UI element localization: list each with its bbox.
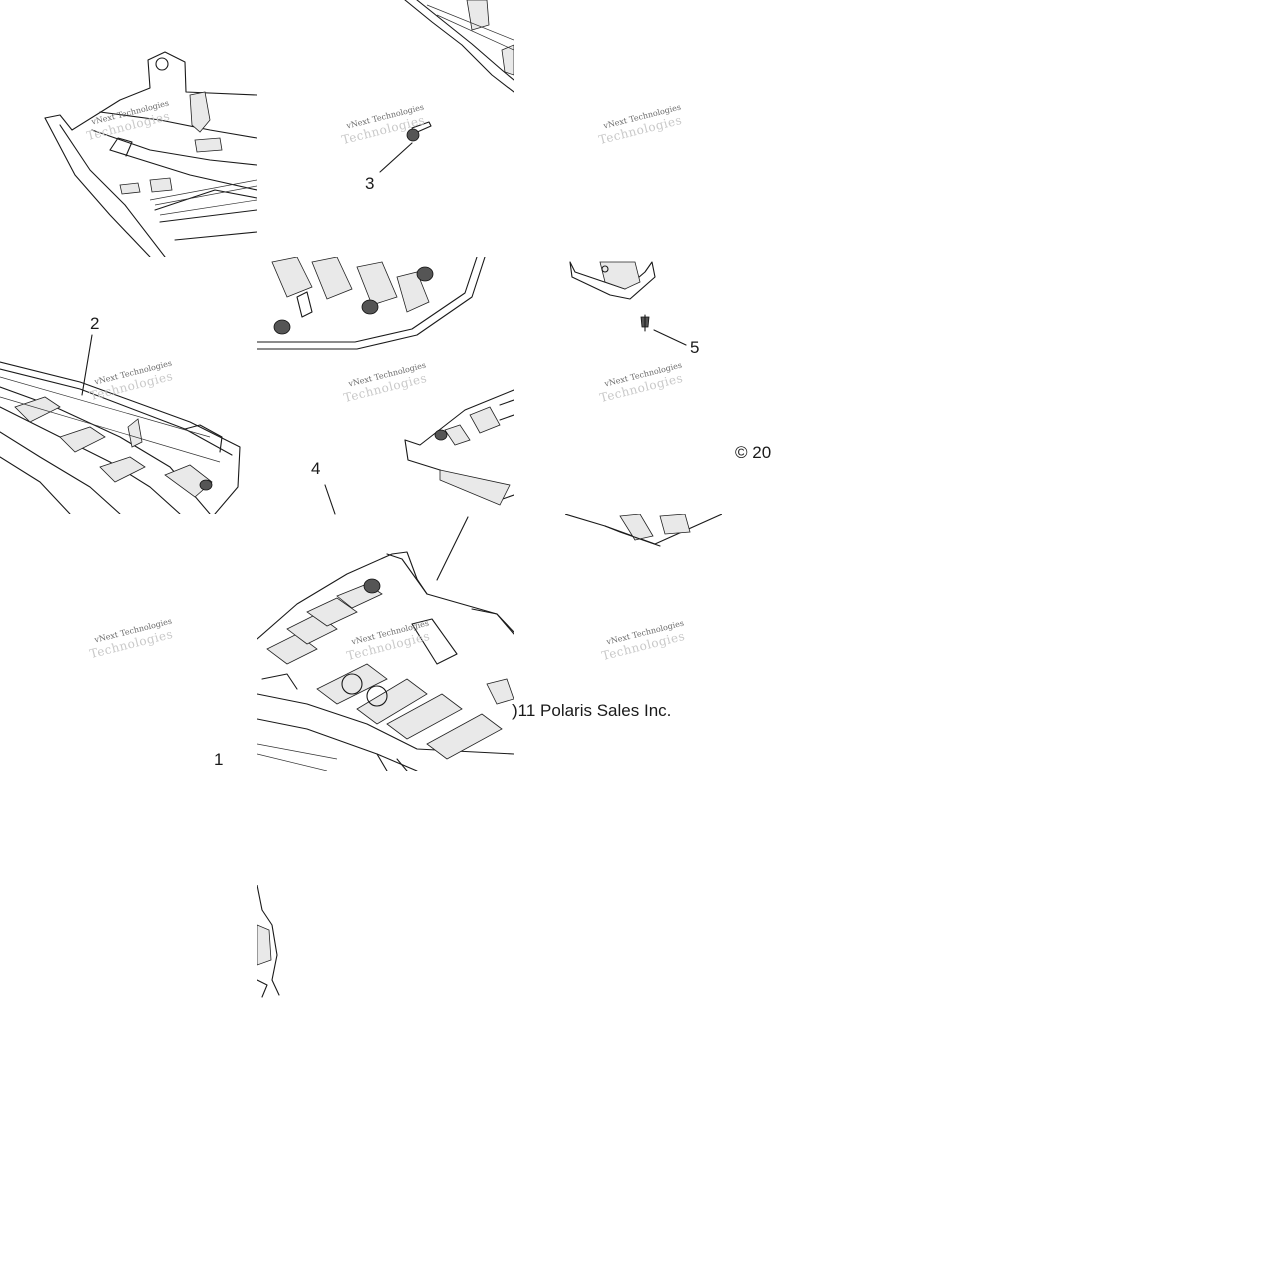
watermark: vNext Technologies Technologies [600,618,687,664]
copyright-part-2: )11 Polaris Sales Inc. [512,701,672,720]
tile-frame-left [0,257,257,514]
tile-skid-fragment [257,885,282,1000]
skid-bracket-drawing [404,389,514,506]
callout-3: 3 [365,174,375,193]
callout-4: 4 [311,459,321,478]
watermark: vNext Technologies Technologies [597,102,684,148]
skid-edge-drawing [257,257,486,350]
frame-left-drawing [0,361,241,514]
panel-edge-drawing [565,514,722,547]
leader-line-4a [324,484,336,515]
watermark: vNext Technologies Technologies [598,360,685,406]
tile-skid-plate-main [257,514,514,771]
callout-5: 5 [690,338,700,357]
callout-1: 1 [214,750,224,769]
tile-frame-top-left [0,0,257,257]
skid-plate-drawing [257,551,514,771]
tile-skid-bracket [400,385,514,514]
copyright-part-1: © 20 [735,443,772,462]
bolt-drawing [404,0,514,142]
callout-2: 2 [90,314,100,333]
frame-corner-drawing [44,51,257,257]
tile-bolt [257,0,514,257]
tile-skid-plate-edge [257,257,514,352]
watermark: vNext Technologies Technologies [88,616,175,662]
skid-fragment-drawing [257,885,280,998]
bracket-drawing [569,261,656,332]
tile-bracket [560,257,660,337]
tile-panel-edge [565,514,722,554]
